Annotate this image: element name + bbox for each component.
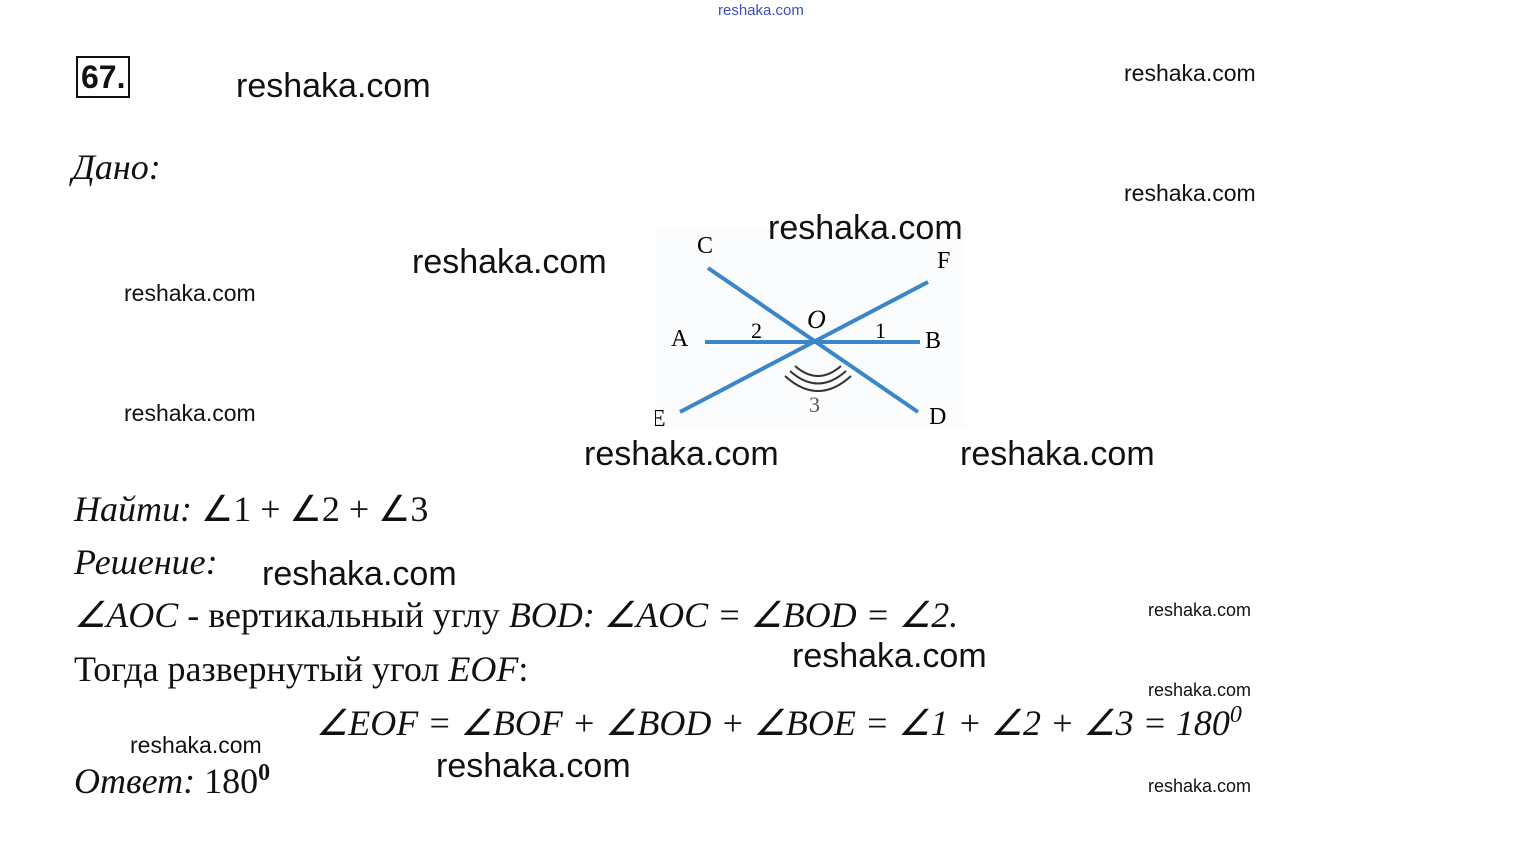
point-label-a: A	[671, 326, 689, 352]
watermark: reshaka.com	[412, 243, 607, 281]
solution-line-1: ∠AOC - вертикальный углу BOD: ∠AOC = ∠BO…	[74, 596, 958, 634]
math-equation: : ∠AOC = ∠BOD = ∠2.	[582, 595, 959, 635]
solution-line-2: Тогда развернутый угол EOF:	[74, 650, 528, 688]
find-expression: ∠1 + ∠2 + ∠3	[200, 489, 429, 529]
point-label-d: D	[929, 404, 946, 430]
watermark: reshaka.com	[792, 637, 987, 675]
point-label-b: B	[925, 328, 941, 354]
watermark: reshaka.com	[436, 747, 631, 785]
point-label-f: F	[937, 248, 950, 274]
problem-number: 67.	[76, 56, 131, 98]
point-label-o: O	[807, 305, 826, 334]
find-label: Найти:	[74, 489, 192, 529]
answer-label: Ответ:	[74, 761, 196, 801]
line-ef	[679, 280, 929, 414]
angle-label-1: 1	[875, 318, 886, 343]
watermark: reshaka.com	[1148, 680, 1252, 700]
solution-heading: Решение:	[74, 542, 218, 582]
degree-sup: 0	[258, 760, 271, 786]
answer-line: Ответ: 1800	[74, 760, 271, 801]
watermark: reshaka.com	[124, 400, 256, 426]
watermark: reshaka.com	[236, 67, 431, 105]
geometry-diagram: C F A B E D O 1 2 3	[655, 228, 965, 432]
angle-arc-3	[784, 375, 852, 392]
point-label-e: E	[655, 406, 666, 432]
text: Тогда развернутый угол	[74, 649, 449, 689]
site-link[interactable]: reshaka.com	[718, 2, 804, 19]
given-heading: Дано:	[72, 147, 161, 187]
find-line: Найти: ∠1 + ∠2 + ∠3	[74, 490, 428, 528]
answer-value: 180	[204, 761, 259, 801]
watermark: reshaka.com	[584, 435, 779, 473]
diagram-background	[655, 228, 965, 428]
equation-text: ∠EOF = ∠BOF + ∠BOD + ∠BOE = ∠1 + ∠2 + ∠3…	[316, 703, 1230, 743]
main-equation: ∠EOF = ∠BOF + ∠BOD + ∠BOE = ∠1 + ∠2 + ∠3…	[316, 702, 1242, 743]
text: :	[518, 649, 529, 689]
math-aoc: ∠AOC	[74, 595, 179, 635]
watermark: reshaka.com	[1124, 60, 1256, 86]
watermark: reshaka.com	[130, 732, 262, 758]
watermark: reshaka.com	[1124, 180, 1256, 206]
point-label-c: C	[697, 233, 713, 259]
watermark: reshaka.com	[960, 435, 1155, 473]
degree-sup: 0	[1229, 702, 1242, 728]
math-bod: BOD	[508, 595, 583, 635]
watermark: reshaka.com	[262, 555, 457, 593]
angle-arc-3	[789, 370, 847, 385]
angle-label-3: 3	[809, 392, 820, 417]
watermark: reshaka.com	[1148, 776, 1252, 796]
line-cd	[706, 266, 920, 414]
math-eof: EOF	[448, 649, 519, 689]
watermark: reshaka.com	[768, 209, 963, 247]
angle-label-2: 2	[751, 318, 762, 343]
watermark: reshaka.com	[124, 280, 256, 306]
angle-arc-3	[794, 365, 842, 377]
watermark: reshaka.com	[1148, 600, 1252, 620]
text: - вертикальный углу	[178, 595, 509, 635]
